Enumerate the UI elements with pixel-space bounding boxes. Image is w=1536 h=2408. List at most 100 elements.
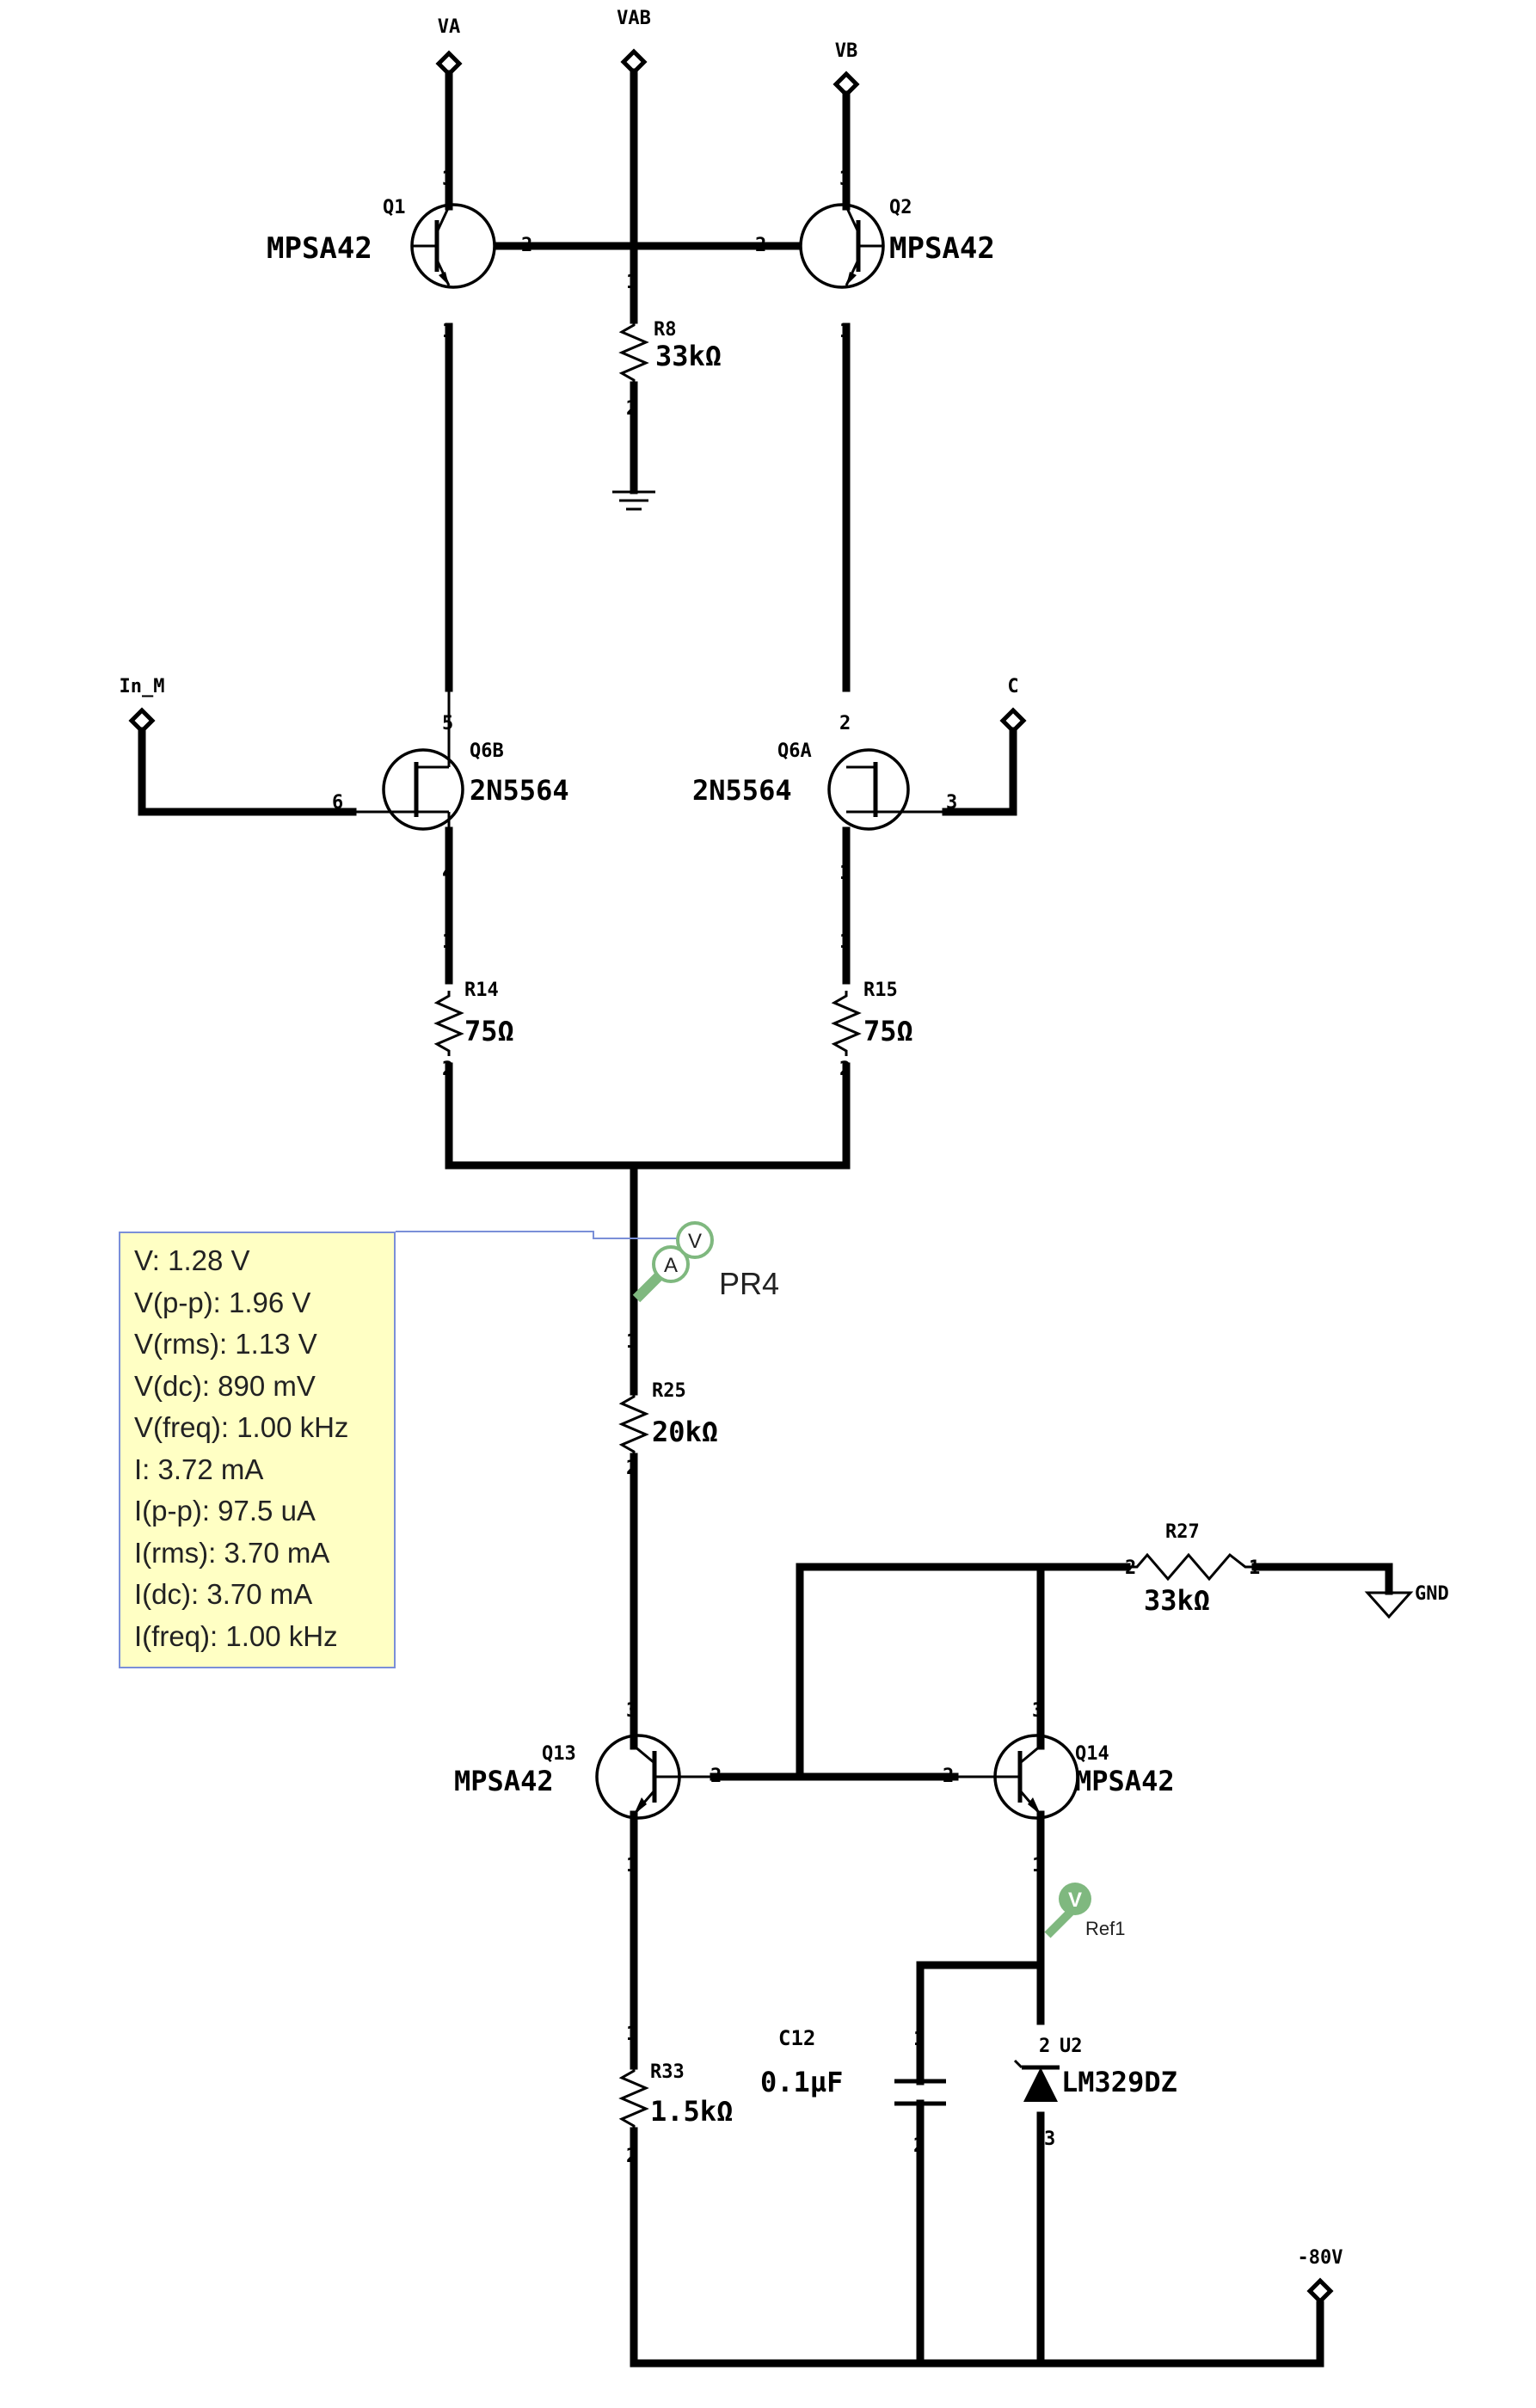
svg-text:2: 2 bbox=[1039, 2036, 1050, 2057]
port-vb[interactable]: VB bbox=[833, 40, 860, 98]
svg-text:6: 6 bbox=[332, 792, 343, 814]
u2-value: LM329DZ bbox=[1061, 2066, 1177, 2098]
c12-ref: C12 bbox=[778, 2026, 815, 2050]
svg-text:1: 1 bbox=[839, 931, 851, 953]
probe-ref1[interactable]: V Ref1 bbox=[1044, 1883, 1125, 1939]
r27-value: 33kΩ bbox=[1144, 1584, 1210, 1617]
svg-text:1: 1 bbox=[1249, 1557, 1260, 1579]
svg-text:2: 2 bbox=[442, 1059, 453, 1080]
readout-i-rms: I(rms): 3.70 mA bbox=[134, 1536, 330, 1569]
readout-v: V: 1.28 V bbox=[134, 1244, 250, 1276]
ref1-label: Ref1 bbox=[1085, 1918, 1125, 1939]
r33-value: 1.5kΩ bbox=[650, 2095, 733, 2128]
u2-ref: U2 bbox=[1060, 2036, 1083, 2057]
pin-labels-jfet: 5 6 4 1 2 2 3 1 1 2 bbox=[332, 713, 957, 1080]
svg-text:1: 1 bbox=[626, 2024, 637, 2045]
port-va[interactable]: VA bbox=[435, 16, 463, 77]
svg-text:3: 3 bbox=[1044, 2128, 1055, 2150]
svg-text:2: 2 bbox=[1125, 1557, 1136, 1579]
svg-text:3: 3 bbox=[1032, 1700, 1043, 1722]
svg-text:5: 5 bbox=[442, 713, 453, 734]
pin-labels-top: 3 2 1 1 2 2 3 1 bbox=[442, 169, 851, 420]
port-c[interactable]: C bbox=[999, 676, 1027, 734]
svg-text:2: 2 bbox=[913, 2135, 925, 2157]
readout-v-freq: V(freq): 1.00 kHz bbox=[134, 1411, 349, 1443]
svg-text:1: 1 bbox=[626, 1331, 637, 1353]
probe-pr4[interactable]: A V PR4 bbox=[396, 1221, 779, 1303]
ground-symbol-gnd[interactable]: GND bbox=[1364, 1563, 1449, 1619]
svg-text:2: 2 bbox=[839, 1059, 851, 1080]
transistor-q2[interactable]: Q2 MPSA42 bbox=[799, 197, 995, 289]
resistor-r27[interactable]: R27 33kΩ bbox=[1127, 1521, 1256, 1617]
resistor-r15[interactable]: R15 75Ω bbox=[833, 980, 913, 1058]
probe-pr4-label: PR4 bbox=[719, 1266, 779, 1301]
svg-text:1: 1 bbox=[839, 863, 851, 884]
q6b-value: 2N5564 bbox=[470, 774, 569, 807]
svg-text:1: 1 bbox=[913, 2029, 925, 2050]
port-in-m[interactable]: In_M bbox=[120, 676, 165, 734]
r25-value: 20kΩ bbox=[652, 1416, 718, 1448]
port-neg80v-label: -80V bbox=[1298, 2247, 1343, 2269]
q1-value: MPSA42 bbox=[267, 231, 372, 266]
resistor-r25[interactable]: R25 20kΩ bbox=[620, 1337, 718, 1750]
svg-text:3: 3 bbox=[946, 792, 957, 814]
r33-ref: R33 bbox=[650, 2061, 685, 2083]
q14-value: MPSA42 bbox=[1075, 1765, 1175, 1797]
transistor-q13[interactable]: Q13 MPSA42 bbox=[454, 1734, 714, 1820]
resistor-r33[interactable]: R33 1.5kΩ bbox=[620, 2000, 733, 2197]
readout-i: I: 3.72 mA bbox=[134, 1453, 264, 1485]
q6a-value: 2N5564 bbox=[692, 774, 792, 807]
svg-text:1: 1 bbox=[626, 1855, 637, 1877]
jfet-q6b[interactable]: Q6B 2N5564 bbox=[353, 688, 569, 831]
readout-i-freq: I(freq): 1.00 kHz bbox=[134, 1619, 338, 1652]
jfet-q6a[interactable]: Q6A 2N5564 bbox=[692, 740, 946, 831]
transistor-q14[interactable]: Q14 MPSA42 bbox=[955, 1704, 1175, 1820]
voltmeter-probe-icon bbox=[676, 1221, 714, 1259]
ammeter-probe-icon bbox=[652, 1245, 690, 1283]
readout-i-pp: I(p-p): 97.5 uA bbox=[134, 1495, 316, 1526]
c12-value: 0.1µF bbox=[760, 2066, 843, 2098]
wires-jfet bbox=[138, 727, 1017, 1346]
port-in-m-label: In_M bbox=[120, 676, 165, 697]
resistor-r8[interactable]: R8 33kΩ bbox=[620, 288, 722, 402]
readout-i-dc: I(dc): 3.70 mA bbox=[134, 1578, 313, 1610]
pin-labels-lower: 1 2 3 2 1 1 2 2 3 1 2 1 1 2 2 3 bbox=[626, 1331, 1260, 2167]
svg-text:1: 1 bbox=[626, 272, 637, 293]
readout-v-rms: V(rms): 1.13 V bbox=[134, 1328, 317, 1360]
svg-text:3: 3 bbox=[839, 169, 851, 190]
svg-text:1: 1 bbox=[1032, 1855, 1043, 1877]
svg-text:1: 1 bbox=[442, 931, 453, 953]
capacitor-c12[interactable]: C12 0.1µF bbox=[760, 2026, 946, 2127]
q13-value: MPSA42 bbox=[454, 1765, 554, 1797]
svg-text:3: 3 bbox=[626, 1700, 637, 1722]
svg-text:2: 2 bbox=[943, 1766, 954, 1787]
q1-ref: Q1 bbox=[383, 197, 406, 218]
readout-v-pp: V(p-p): 1.96 V bbox=[134, 1286, 311, 1318]
svg-text:2: 2 bbox=[626, 2146, 637, 2167]
q13-ref: Q13 bbox=[542, 1743, 576, 1765]
svg-text:2: 2 bbox=[521, 235, 532, 256]
wires-top bbox=[445, 68, 851, 692]
resistor-r14[interactable]: R14 75Ω bbox=[435, 980, 514, 1058]
probe-a-symbol: A bbox=[664, 1254, 678, 1277]
svg-text:2: 2 bbox=[626, 398, 637, 420]
q6a-ref: Q6A bbox=[777, 740, 812, 762]
reference-diode-u2[interactable]: U2 LM329DZ bbox=[1013, 2036, 1177, 2102]
svg-text:2: 2 bbox=[710, 1766, 722, 1787]
q2-value: MPSA42 bbox=[889, 231, 995, 266]
ground-symbol-r8 bbox=[612, 490, 655, 511]
port-vab[interactable]: VAB bbox=[617, 8, 651, 76]
q6b-ref: Q6B bbox=[470, 740, 504, 762]
gnd-label: GND bbox=[1415, 1583, 1449, 1605]
svg-text:4: 4 bbox=[442, 863, 453, 884]
ref1-v-symbol: V bbox=[1068, 1889, 1082, 1912]
svg-text:3: 3 bbox=[442, 169, 453, 190]
r14-ref: R14 bbox=[464, 980, 499, 1001]
transistor-q1[interactable]: Q1 MPSA42 bbox=[267, 197, 496, 289]
probe-v-symbol: V bbox=[688, 1230, 702, 1253]
port-vb-label: VB bbox=[835, 40, 858, 62]
port-va-label: VA bbox=[438, 16, 461, 38]
port-neg80v[interactable]: -80V bbox=[1298, 2247, 1343, 2305]
r8-value: 33kΩ bbox=[655, 340, 722, 372]
